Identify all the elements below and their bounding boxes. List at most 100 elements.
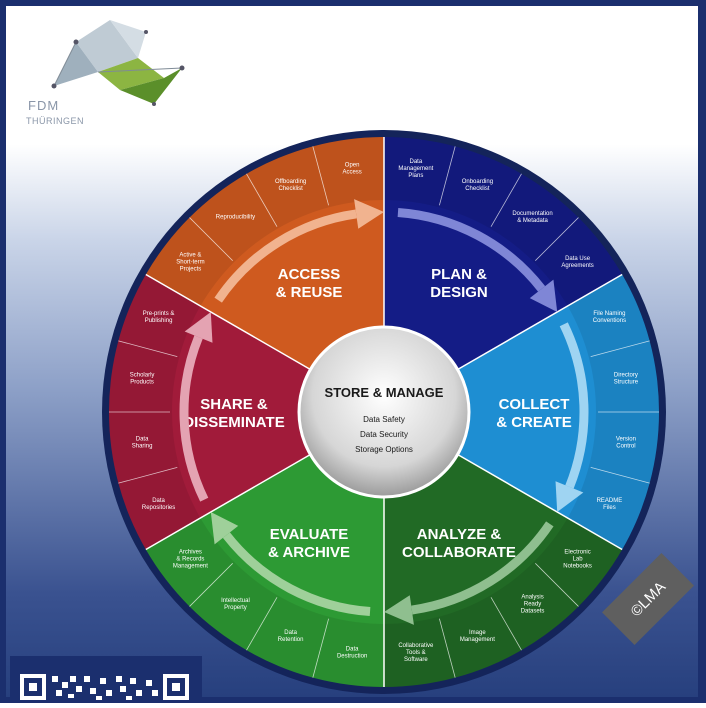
cycle-arrow-3: [411, 521, 554, 615]
spoke-label-line: Reproducibility: [216, 214, 255, 220]
cycle-arrow-1: [397, 207, 546, 292]
spoke-label-line: Data Use: [565, 256, 591, 262]
spoke-label-line: Data: [346, 646, 359, 652]
spoke-divider: [490, 597, 522, 651]
spoke-label-line: Data: [284, 630, 297, 636]
segment-title: SHARE &DISSEMINATE: [183, 396, 284, 431]
cycle-arrowhead-5: [184, 312, 213, 343]
spoke-label-line: Documentation: [512, 211, 552, 217]
cycle-arrow-5: [179, 335, 209, 502]
spoke-label: Pre-prints &Publishing: [143, 311, 175, 324]
spoke-label-line: Property: [224, 605, 247, 611]
center-item: Data Safety: [363, 415, 405, 424]
spoke-label-line: Publishing: [145, 318, 173, 324]
cycle-arrowhead-4: [210, 512, 239, 545]
spoke-label-line: Intellectual: [221, 598, 250, 604]
spoke-label-line: Open: [345, 163, 360, 169]
spoke-divider: [189, 563, 233, 607]
logo-text-thueringen: THÜRINGEN: [26, 116, 84, 126]
segment-title-line: SHARE &: [200, 396, 268, 413]
spoke-label-line: Destruction: [337, 653, 367, 659]
center-item: Data Security: [360, 430, 408, 439]
spoke-divider: [189, 217, 233, 261]
spoke-divider: [118, 467, 178, 484]
spoke-label-line: Notebooks: [563, 564, 592, 570]
spoke-label-line: Structure: [614, 380, 639, 386]
spoke-label-line: Offboarding: [275, 179, 306, 185]
spoke-divider: [118, 340, 178, 357]
spoke-label-line: Archives: [179, 550, 202, 556]
cycle-arrowhead-6: [354, 199, 384, 229]
cycle-arrowhead-1: [529, 279, 558, 312]
segment-title-line: & CREATE: [496, 414, 572, 431]
spoke-divider: [312, 618, 329, 678]
center-hub: [297, 325, 471, 499]
segment-title-line: & REUSE: [276, 284, 343, 301]
spoke-divider: [246, 173, 278, 227]
segment-title: EVALUATE& ARCHIVE: [268, 526, 350, 561]
segment-separator: [457, 273, 623, 371]
spoke-label-line: Pre-prints &: [143, 311, 175, 317]
spoke-label-line: Agreements: [561, 263, 593, 269]
spoke-label-line: Version: [616, 436, 636, 442]
qr-code-icon: [20, 674, 189, 700]
cycle-arrow-2: [559, 322, 589, 489]
segment-title: ACCESS& REUSE: [276, 266, 343, 301]
spoke-divider: [535, 563, 579, 607]
spoke-label-line: Management: [398, 166, 433, 172]
fdm-logo: FDM THÜRINGEN: [14, 12, 244, 132]
cycle-arrow-6: [214, 209, 357, 303]
segment-title-line: ANALYZE &: [417, 526, 502, 543]
spoke-divider: [312, 146, 329, 206]
segment-title-line: DESIGN: [430, 284, 488, 301]
segment-outer-band-4: [145, 518, 384, 687]
segment-separator: [145, 273, 311, 371]
spoke-label-line: Products: [130, 380, 154, 386]
spoke-label-line: Data: [136, 436, 149, 442]
spoke-label-line: Software: [404, 657, 428, 663]
spoke-label-line: Onboarding: [462, 179, 493, 185]
spoke-label-line: & Metadata: [517, 218, 548, 224]
spoke-label-line: Conventions: [593, 318, 626, 324]
logo-mark-icon: [51, 20, 185, 106]
spoke-divider: [535, 217, 579, 261]
segment-outer-band-3: [384, 518, 623, 687]
spoke-label: Reproducibility: [216, 214, 255, 220]
spoke-label-line: Access: [342, 170, 361, 176]
segment-2: [457, 274, 659, 550]
spoke-label-line: README: [597, 498, 623, 504]
segment-title-line: PLAN &: [431, 266, 487, 283]
spoke-label-line: Plans: [408, 173, 423, 179]
spoke-divider: [590, 340, 650, 357]
spoke-label-line: Electronic: [564, 550, 590, 556]
segment-outer-band-1: [384, 137, 623, 306]
cycle-arrowhead-3: [384, 595, 414, 625]
spoke-divider: [246, 597, 278, 651]
spoke-label-line: Sharing: [132, 443, 153, 449]
spoke-label-line: Analysis: [521, 595, 543, 601]
segment-title-line: & ARCHIVE: [268, 544, 350, 561]
spoke-label-line: Directory: [614, 373, 638, 379]
spoke-divider: [590, 467, 650, 484]
segment-separator: [145, 453, 311, 551]
spoke-label-line: Control: [616, 443, 635, 449]
segment-title-line: EVALUATE: [270, 526, 349, 543]
